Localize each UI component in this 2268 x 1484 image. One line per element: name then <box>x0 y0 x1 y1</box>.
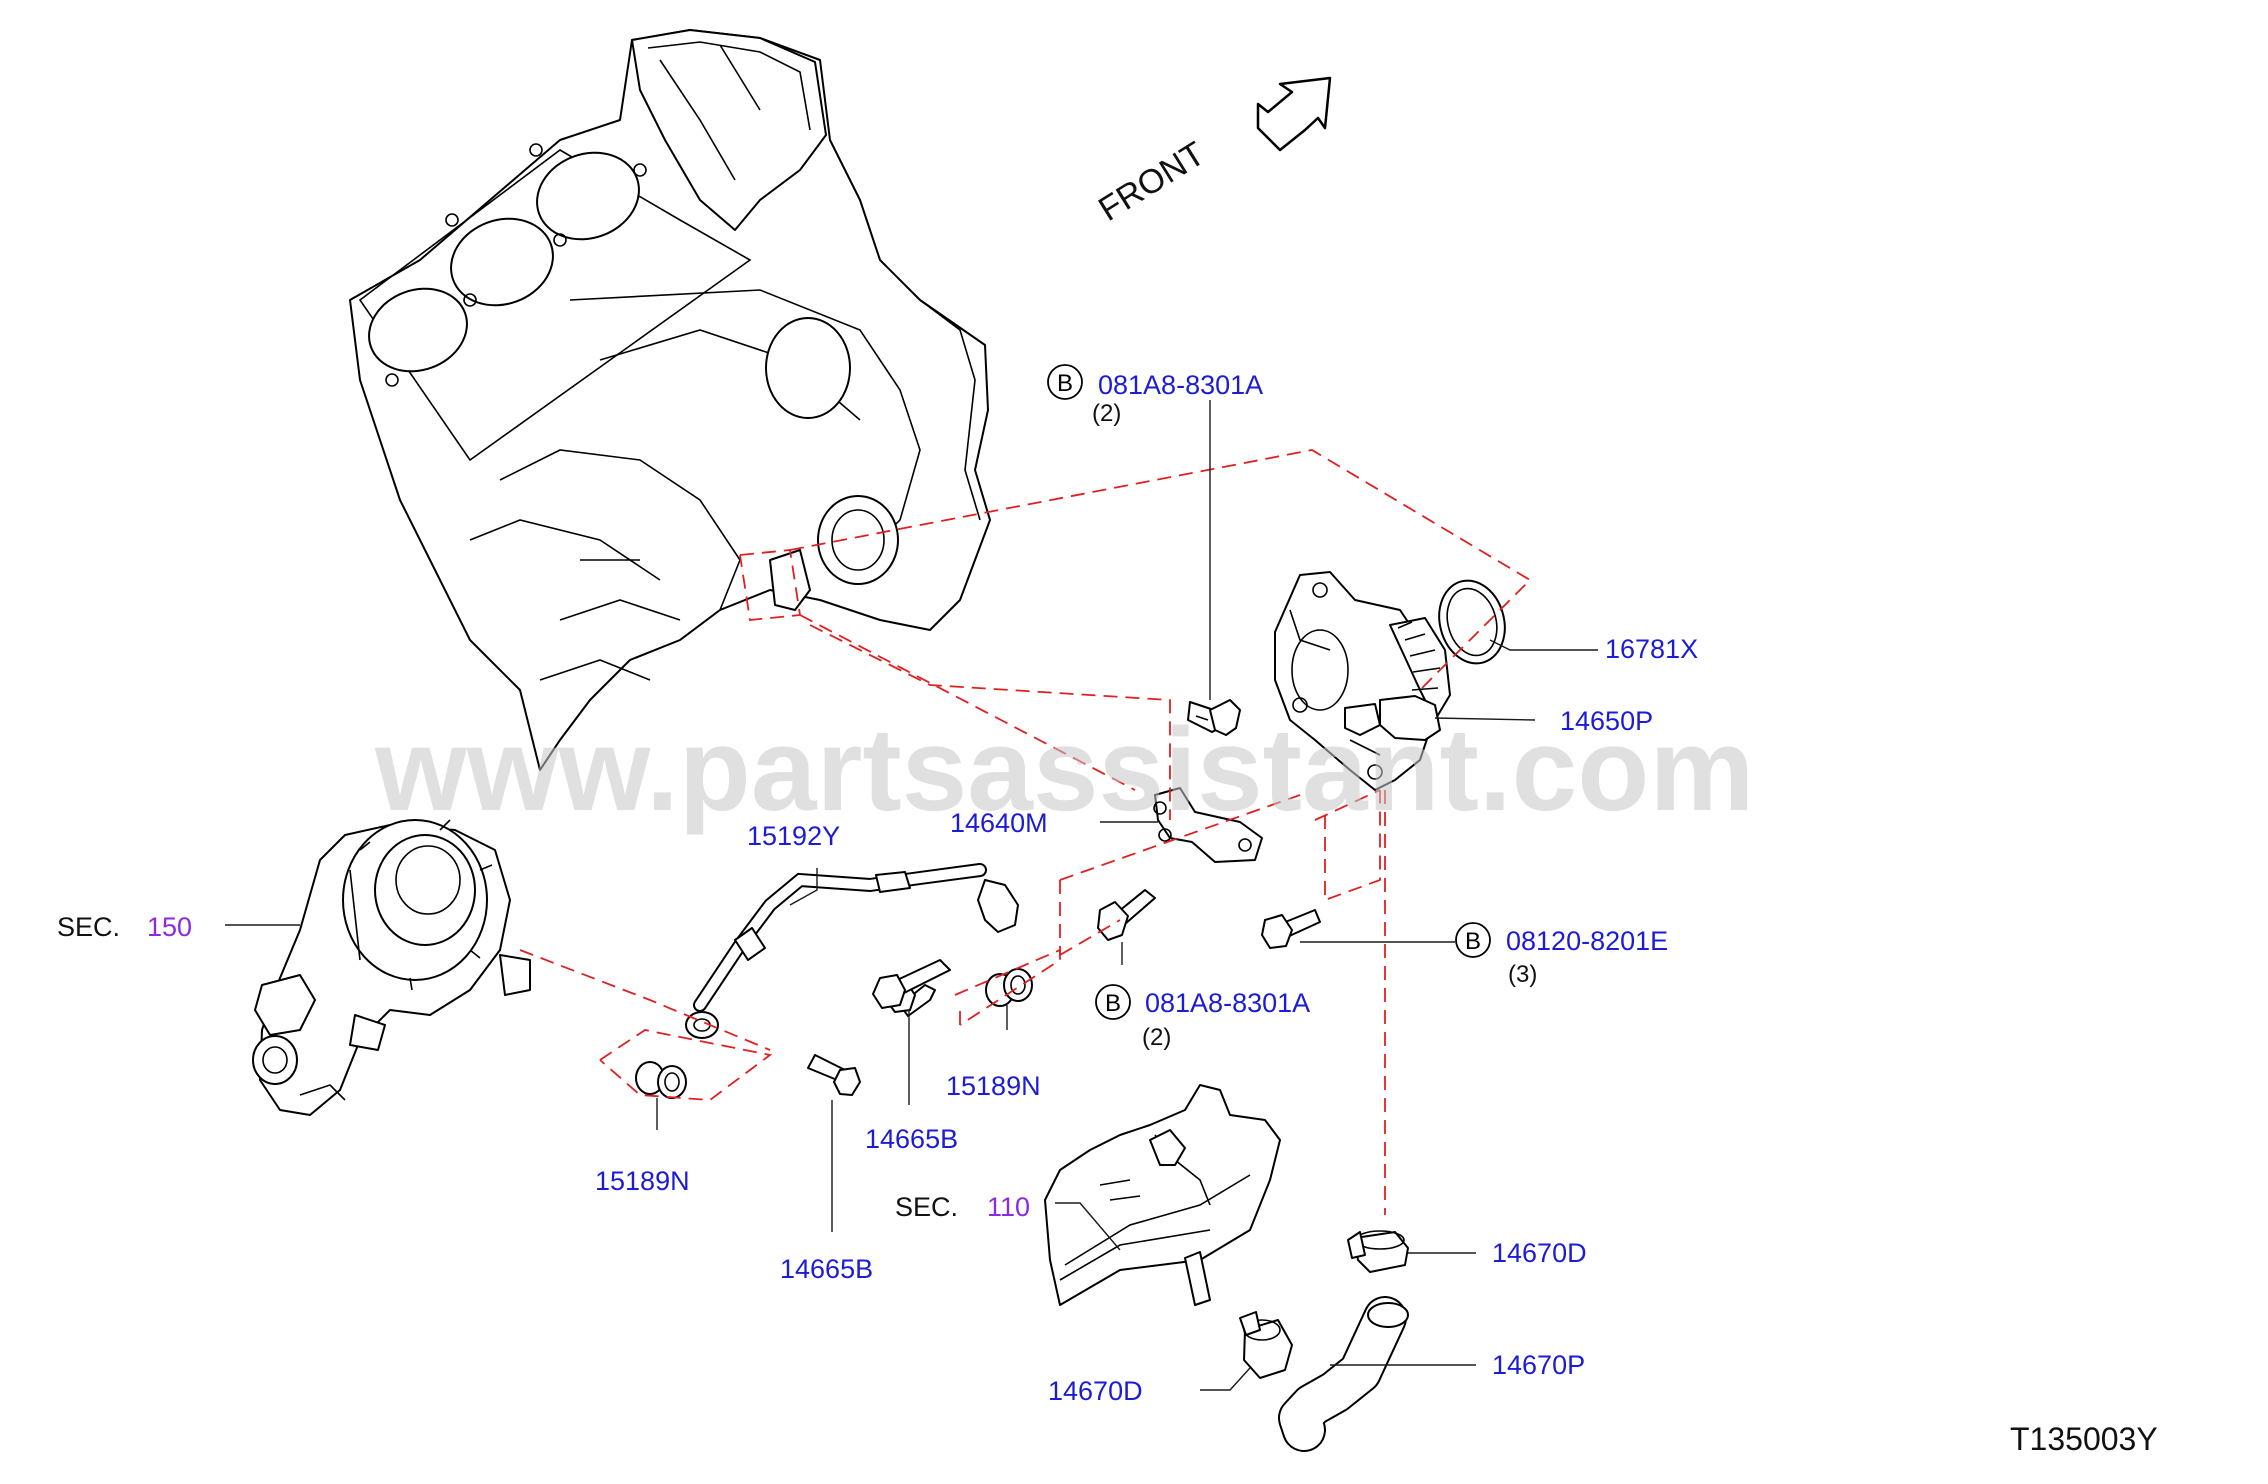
callout-081a8-8301a-upper: 081A8-8301A <box>1098 370 1263 400</box>
callout-qty-right: (3) <box>1508 961 1537 988</box>
callout-16781x: 16781X <box>1605 634 1698 664</box>
section-110-prefix: SEC. <box>895 1192 958 1222</box>
callout-08120-8201e: 08120-8201E <box>1506 926 1668 956</box>
bolt-center <box>872 959 951 1009</box>
callout-14640m: 14640M <box>950 808 1048 838</box>
bolt-right <box>1261 909 1321 949</box>
callout-14650p: 14650P <box>1560 706 1653 736</box>
callout-14670p: 14670P <box>1492 1350 1585 1380</box>
front-label: FRONT <box>1092 135 1211 229</box>
callout-14665b-lower: 14665B <box>780 1254 873 1284</box>
section-150-number: 150 <box>147 912 192 942</box>
callout-14665b-upper: 14665B <box>865 1124 958 1154</box>
bracket-drawing <box>1153 787 1263 863</box>
callout-14670d-upper: 14670D <box>1492 1238 1587 1268</box>
oil-tube-drawing <box>685 863 1019 1039</box>
phantom-lines <box>519 449 1532 1215</box>
svg-text:B: B <box>1057 370 1073 397</box>
bolt-upper <box>1187 699 1241 736</box>
leader-lines <box>225 400 1598 1391</box>
bolt-lower-left <box>807 979 936 1096</box>
watermark-text: www.partsassistant.com <box>374 704 1754 836</box>
b-marker-right: B <box>1455 922 1491 958</box>
svg-text:B: B <box>1465 928 1481 955</box>
callout-qty-lower: (2) <box>1142 1024 1171 1051</box>
washer-upper <box>985 968 1033 1007</box>
hose-drawing <box>1278 1296 1409 1452</box>
callout-081a8-8301a-lower: 081A8-8301A <box>1145 988 1310 1018</box>
o-ring-drawing <box>1438 579 1506 665</box>
hose-clamp-lower <box>1239 1311 1293 1379</box>
drawing-code: T135003Y <box>2010 1421 2158 1457</box>
b-marker-lower: B <box>1095 984 1131 1020</box>
callout-qty-upper: (2) <box>1092 400 1121 427</box>
front-arrow-icon <box>1256 76 1332 152</box>
section-110-number: 110 <box>987 1192 1030 1222</box>
hose-clamp-upper <box>1347 1230 1409 1273</box>
engine-block-drawing <box>349 29 991 771</box>
section-150-prefix: SEC. <box>57 912 120 942</box>
callout-15192y: 15192Y <box>747 821 840 851</box>
svg-text:B: B <box>1105 990 1121 1017</box>
bolt-middle <box>1097 889 1156 941</box>
callout-15189n-upper: 15189N <box>946 1071 1041 1101</box>
washer-lower <box>635 1061 687 1099</box>
turbocharger-drawing <box>252 819 531 1116</box>
vacuum-pump-drawing <box>1274 571 1451 791</box>
callout-15189n-lower: 15189N <box>595 1166 690 1196</box>
b-marker-upper: B <box>1047 364 1083 400</box>
cylinder-block-section-drawing <box>1044 1084 1281 1306</box>
callout-14670d-lower: 14670D <box>1048 1376 1143 1406</box>
